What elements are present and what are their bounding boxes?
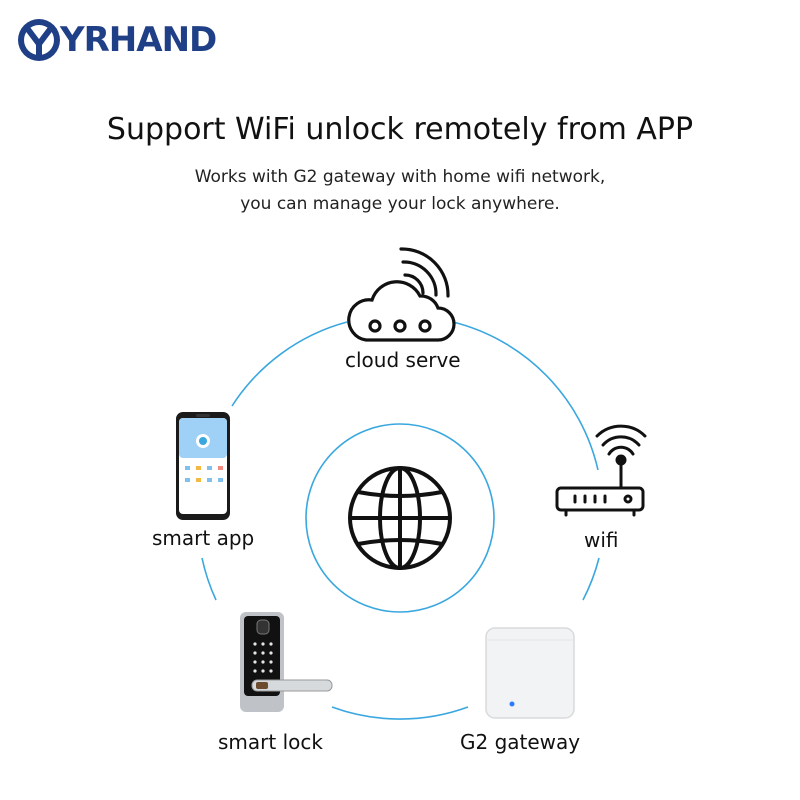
brand-name: YRHAND [60, 20, 217, 60]
brand-logo: YRHAND [16, 16, 217, 64]
page-subtitle: Works with G2 gateway with home wifi net… [0, 164, 800, 218]
node-label-wifi: wifi [584, 528, 619, 552]
subtitle-line-2: you can manage your lock anywhere. [240, 194, 560, 214]
node-label-gateway: G2 gateway [460, 730, 581, 754]
subtitle-line-1: Works with G2 gateway with home wifi net… [194, 167, 606, 187]
page-title: Support WiFi unlock remotely from APP [106, 112, 694, 147]
cloud-icon [347, 247, 456, 342]
door-lock-icon [240, 612, 333, 712]
outer-ring [201, 321, 600, 720]
node-label-smart-lock: smart lock [218, 730, 323, 754]
gateway-icon [485, 627, 575, 719]
smartphone-icon [176, 412, 230, 520]
brand-logo-icon [18, 19, 60, 61]
router-icon [555, 424, 647, 517]
node-label-cloud: cloud serve [345, 348, 461, 372]
inner-ring [305, 423, 495, 613]
node-label-smart-app: smart app [152, 526, 255, 550]
globe-icon [348, 466, 452, 570]
